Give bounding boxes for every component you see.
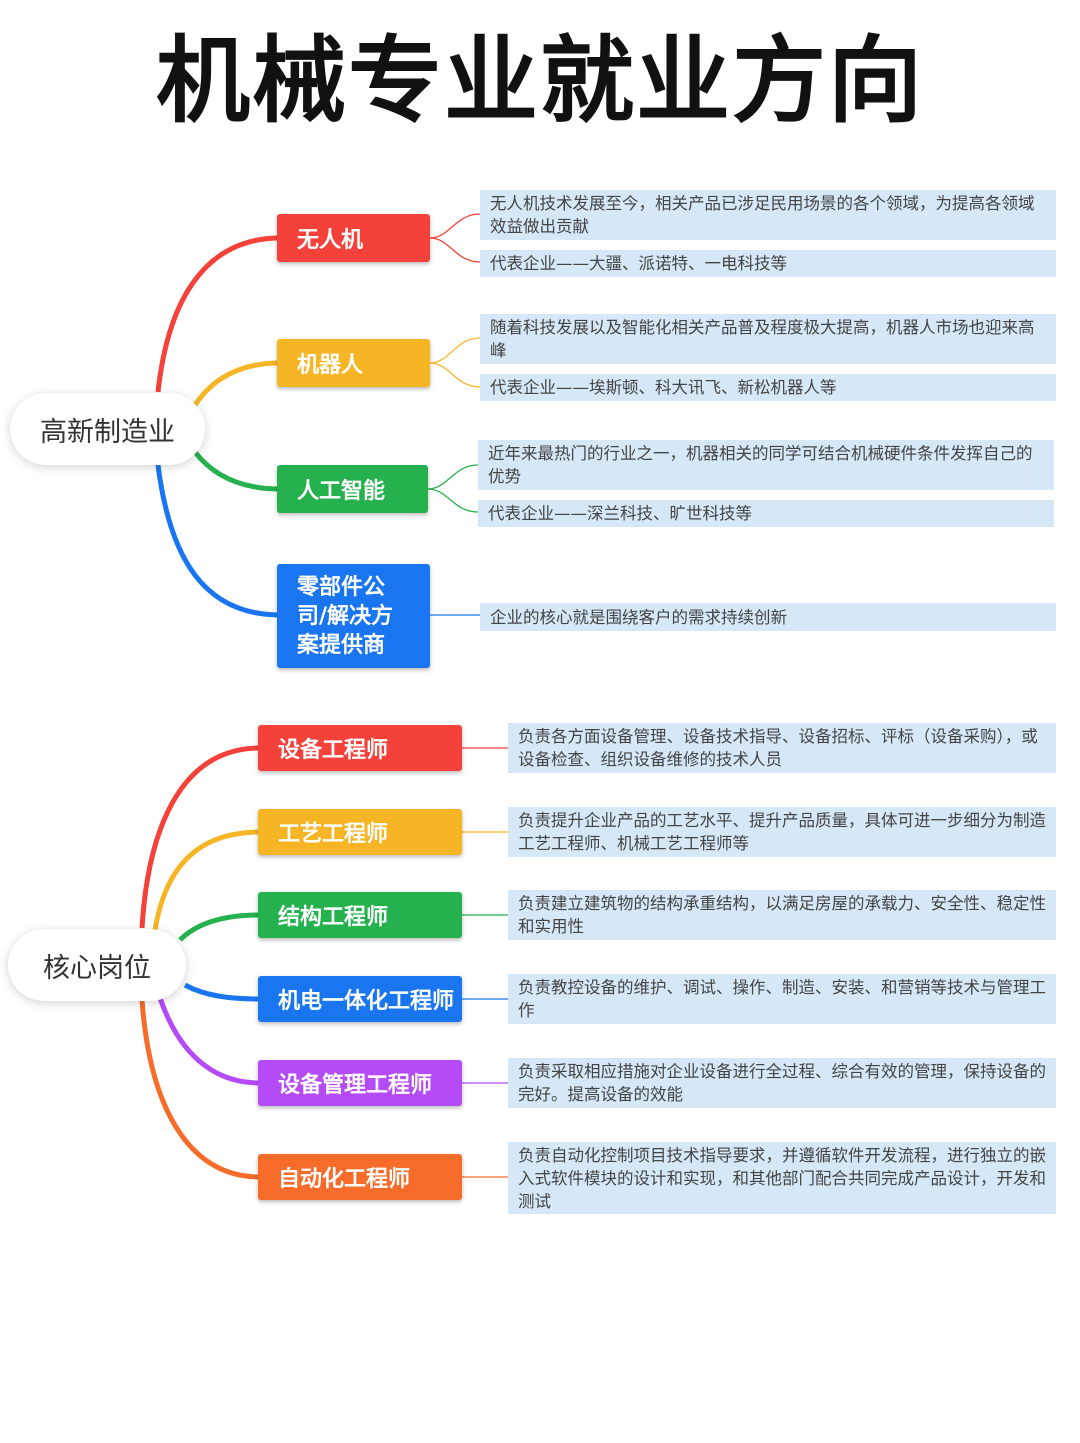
detail-process-engineer: 负责提升企业产品的工艺水平、提升产品质量，具体可进一步细分为制造工艺工程师、机械… (508, 807, 1056, 857)
detail-line-robot-1 (429, 337, 481, 364)
branch-line-process (152, 829, 261, 931)
detail-parts-1: 企业的核心就是围绕客户的需求持续创新 (480, 603, 1056, 631)
detail-line-ai-2 (427, 488, 479, 513)
branch-line-management (157, 997, 261, 1086)
branch-node-structural-engineer: 结构工程师 (258, 892, 462, 938)
branch-node-parts-supplier: 零部件公 司/解决方 案提供商 (277, 564, 430, 668)
detail-structural-engineer: 负责建立建筑物的结构承重结构，以满足房屋的承载力、安全性、稳定性和实用性 (508, 890, 1056, 940)
branch-line-automation (139, 999, 261, 1180)
detail-robot-1: 随着科技发展以及智能化相关产品普及程度极大提高，机器人市场也迎来高峰 (480, 314, 1056, 364)
branch-line-ai (193, 450, 281, 492)
branch-line-robot (192, 360, 281, 407)
detail-automation-engineer: 负责自动化控制项目技术指导要求，并遵循软件开发流程，进行独立的嵌入式软件模块的设… (508, 1142, 1056, 1214)
branch-line-mechatronics (183, 982, 261, 1002)
detail-line-ai-1 (427, 464, 479, 490)
detail-line-robot-2 (429, 362, 481, 388)
detail-ai-1: 近年来最热门的行业之一，机器相关的同学可结合机械硬件条件发挥自己的优势 (478, 440, 1054, 490)
branch-node-equipment-engineer: 设备工程师 (258, 725, 462, 771)
page-title: 机械专业就业方向 (155, 27, 924, 136)
branch-node-automation-engineer: 自动化工程师 (258, 1154, 462, 1200)
branch-line-drone (155, 235, 281, 393)
branch-node-robot: 机器人 (277, 339, 430, 387)
branch-line-equipment (139, 745, 261, 929)
branch-node-equipment-management-engineer: 设备管理工程师 (258, 1060, 462, 1106)
detail-ai-2: 代表企业——深兰科技、旷世科技等 (478, 500, 1054, 527)
branch-node-process-engineer: 工艺工程师 (258, 809, 462, 855)
detail-robot-2: 代表企业——埃斯顿、科大讯飞、新松机器人等 (480, 374, 1056, 401)
branch-node-drone: 无人机 (277, 214, 430, 262)
root-node-core-positions: 核心岗位 (8, 929, 186, 1001)
detail-drone-2: 代表企业——大疆、派诺特、一电科技等 (480, 250, 1056, 277)
branch-node-mechatronics-engineer: 机电一体化工程师 (258, 976, 462, 1022)
detail-drone-1: 无人机技术发展至今，相关产品已涉足民用场景的各个领域，为提高各领域效益做出贡献 (480, 190, 1056, 240)
detail-equipment-engineer: 负责各方面设备管理、设备技术指导、设备招标、评标（设备采购），或设备检查、组织设… (508, 723, 1056, 773)
detail-mechatronics-engineer: 负责教控设备的维护、调试、操作、制造、安装、和营销等技术与管理工作 (508, 974, 1056, 1024)
branch-node-ai: 人工智能 (277, 465, 428, 513)
detail-line-drone-1 (429, 213, 481, 239)
detail-line-drone-2 (429, 237, 481, 263)
branch-line-structure (178, 912, 261, 942)
root-node-high-tech-manufacturing: 高新制造业 (10, 393, 205, 465)
branch-line-parts (155, 464, 281, 618)
detail-equipment-management-engineer: 负责采取相应措施对企业设备进行全过程、综合有效的管理，保持设备的完好。提高设备的… (508, 1058, 1056, 1108)
